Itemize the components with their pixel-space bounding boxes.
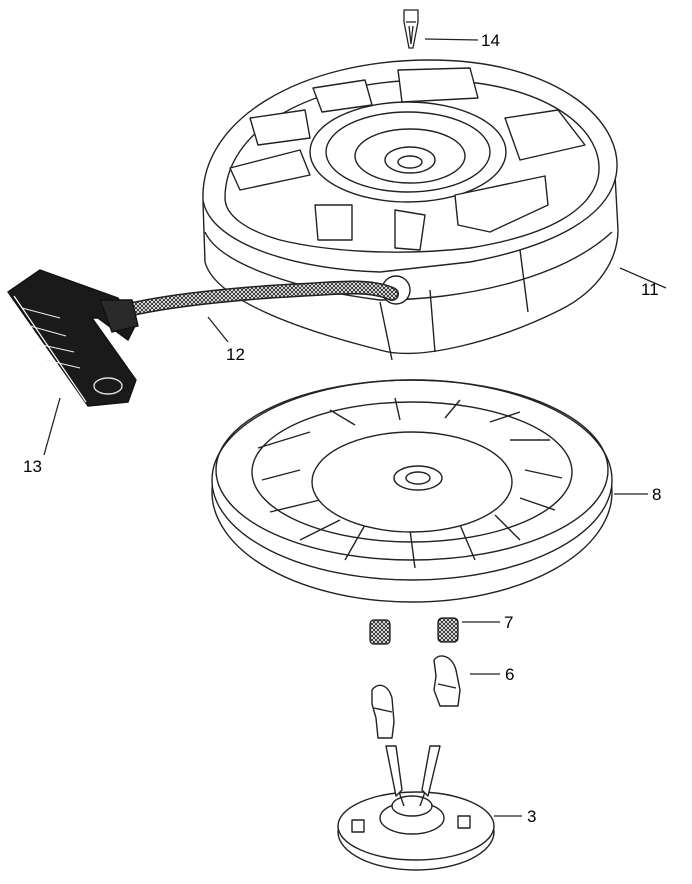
callout-14: 14 — [481, 31, 500, 50]
part-12-rope — [121, 280, 399, 317]
part-11-housing — [202, 59, 619, 361]
leader-line-11 — [619, 267, 667, 289]
part-6-pawls — [371, 655, 461, 739]
part-8-pulley — [211, 379, 613, 603]
callout-3: 3 — [527, 807, 537, 826]
part-14-pin — [403, 9, 419, 49]
part-7-springs — [369, 617, 459, 645]
callout-6: 6 — [505, 665, 515, 684]
callout-8: 8 — [652, 485, 662, 504]
callout-12: 12 — [226, 345, 245, 364]
callout-7: 7 — [504, 613, 514, 632]
callout-13: 13 — [23, 457, 42, 476]
leader-line-12 — [207, 316, 229, 343]
part-3-cup — [337, 745, 495, 871]
leader-line-13 — [43, 397, 61, 456]
leader-line-14 — [424, 38, 479, 41]
callout-11: 11 — [641, 280, 659, 299]
part-13-handle — [7, 269, 139, 407]
